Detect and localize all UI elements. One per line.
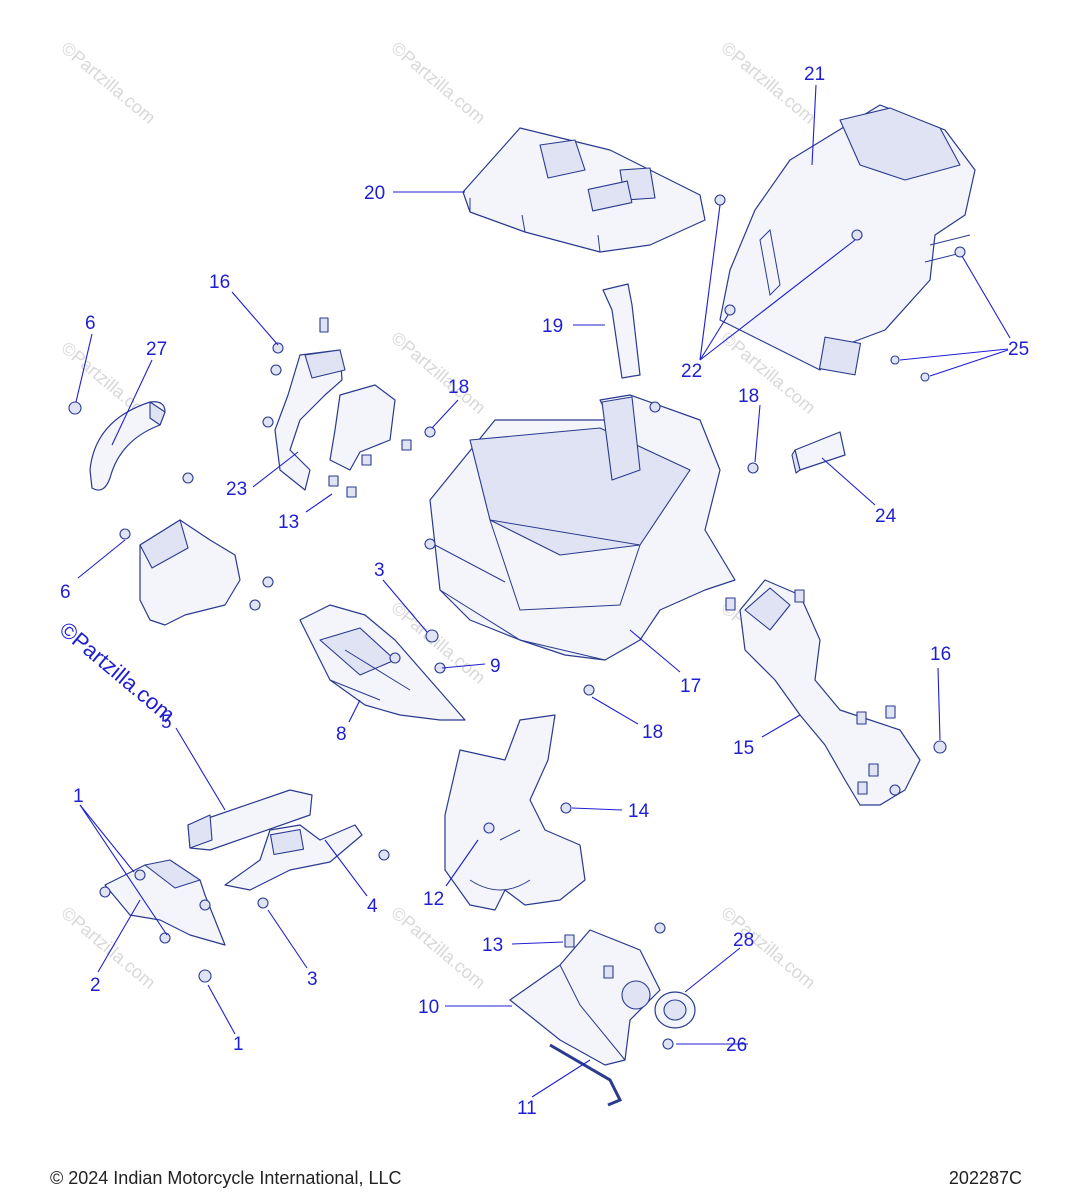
leader-lines	[75, 84, 1011, 1098]
callout-23: 23	[226, 479, 247, 500]
part-12-plate	[444, 714, 586, 911]
callout-20: 20	[364, 183, 385, 204]
callout-21: 21	[804, 64, 825, 85]
part-24-block	[791, 431, 846, 474]
part-5-rail	[187, 789, 313, 851]
hardware	[68, 194, 966, 1050]
part-23-bracket	[274, 349, 396, 491]
callout-2: 2	[90, 975, 101, 996]
part-21-bracket	[719, 104, 976, 376]
watermark: ©Partzilla.com	[387, 38, 489, 128]
callout-1: 1	[233, 1034, 244, 1055]
watermark: ©Partzilla.com	[57, 38, 159, 128]
part-20-tray	[462, 127, 706, 253]
callout-4: 4	[367, 896, 378, 917]
callout-22: 22	[681, 361, 702, 382]
callout-9: 9	[490, 656, 501, 677]
callout-8: 8	[336, 724, 347, 745]
part-4-bracket	[224, 824, 363, 891]
part-2-bracket	[104, 859, 226, 946]
callout-17: 17	[680, 676, 701, 697]
part-11-rod	[549, 1043, 623, 1107]
callout-26: 26	[726, 1035, 747, 1056]
callout-28: 28	[733, 930, 754, 951]
part-27-strap	[89, 401, 166, 491]
part-5-cover	[139, 519, 241, 626]
callout-3: 3	[307, 969, 318, 990]
part-8-shield	[299, 604, 466, 721]
callout-6: 6	[60, 582, 71, 603]
callout-10: 10	[418, 997, 439, 1018]
callout-16: 16	[930, 644, 951, 665]
watermark-blue: ©Partzilla.com	[55, 617, 180, 728]
part-15-bracket	[739, 579, 921, 806]
callout-14: 14	[628, 801, 650, 822]
callout-6: 6	[85, 313, 96, 334]
watermark: ©Partzilla.com	[387, 328, 489, 418]
callout-11: 11	[517, 1098, 537, 1119]
copyright-text: © 2024 Indian Motorcycle International, …	[50, 1168, 402, 1188]
part-17-housing	[429, 394, 736, 661]
callout-12: 12	[423, 889, 444, 910]
part-illustrations	[68, 104, 976, 1107]
callout-5: 5	[161, 712, 172, 733]
callout-13: 13	[482, 935, 503, 956]
part-28-grommet	[654, 991, 696, 1029]
callout-13: 13	[278, 512, 299, 533]
callout-25: 25	[1008, 339, 1029, 360]
callout-24: 24	[875, 506, 897, 527]
callout-18: 18	[642, 722, 663, 743]
callout-3: 3	[374, 560, 385, 581]
callout-19: 19	[542, 316, 563, 337]
part-19-strap	[602, 283, 641, 379]
callout-16: 16	[209, 272, 230, 293]
watermark: ©Partzilla.com	[387, 903, 489, 993]
part-10-cover	[509, 929, 661, 1066]
callout-15: 15	[733, 738, 754, 759]
callout-labels: 21 20 16 6 27 19 18 22 25 18 23 13 24 6 …	[60, 64, 1029, 1119]
callout-1: 1	[73, 786, 84, 807]
callout-27: 27	[146, 339, 167, 360]
callout-18: 18	[738, 386, 759, 407]
diagram-id: 202287C	[948, 1168, 1022, 1188]
callout-18: 18	[448, 377, 469, 398]
